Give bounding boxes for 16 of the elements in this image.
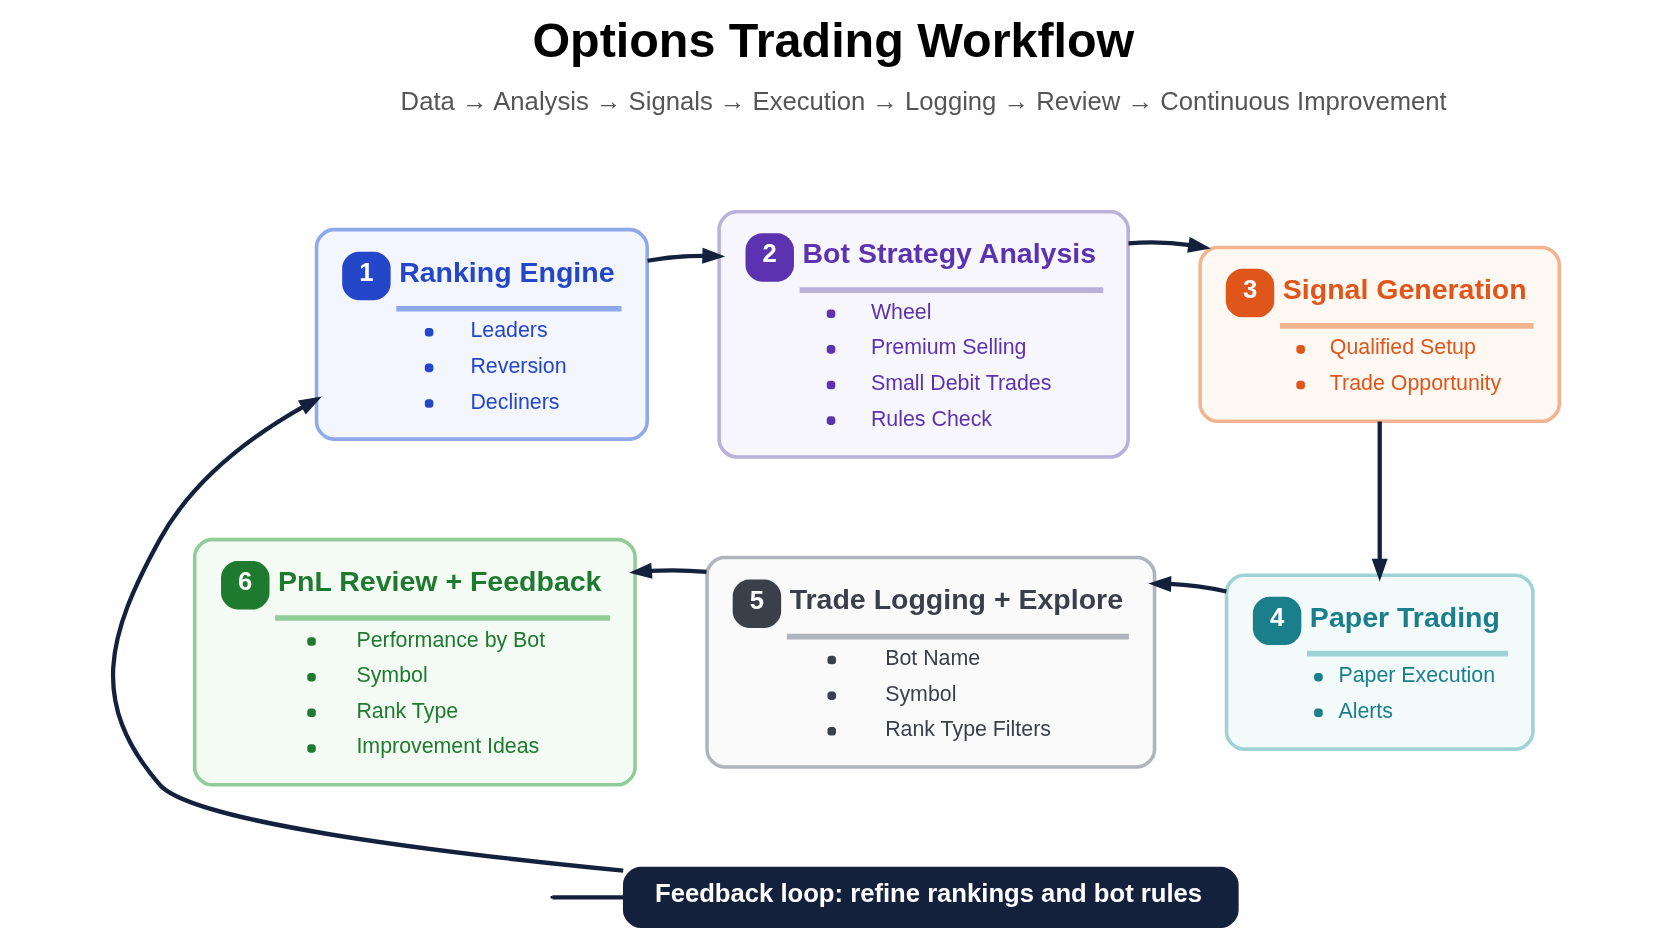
label: Data → Analysis → Signals → Execution → Logging → Review → Continuous Improvement xyxy=(400,86,1447,115)
arrow xyxy=(1128,236,1211,253)
node-box: 3 Signal Generation Qualified Setup Trade Opportunity xyxy=(1198,245,1562,424)
arrow xyxy=(1148,575,1227,594)
arrow xyxy=(111,396,624,873)
node-box: 2 Bot Strategy Analysis Wheel Premium Selling Small Debit Trades Rules Check xyxy=(717,210,1130,459)
node-box: 5 Trade Logging + Explore Bot Name Symbol Rank Type Filters xyxy=(705,555,1157,769)
arrow xyxy=(1371,421,1388,582)
node-box: Feedback loop: refine rankings and bot rules xyxy=(622,866,1239,928)
node-box: 1 Ranking Engine Leaders Reversion Decliners xyxy=(314,227,649,441)
connector xyxy=(552,895,624,900)
arrow xyxy=(647,247,726,264)
node-box: 4 Paper Trading Paper Execution Alerts xyxy=(1224,573,1535,751)
node-box: 6 PnL Review + Feedback Performance by Bot Symbol Rank Type Improvement Ideas xyxy=(192,537,637,787)
arrow xyxy=(629,562,707,579)
diagram-title: Options Trading Workflow xyxy=(532,12,1135,67)
